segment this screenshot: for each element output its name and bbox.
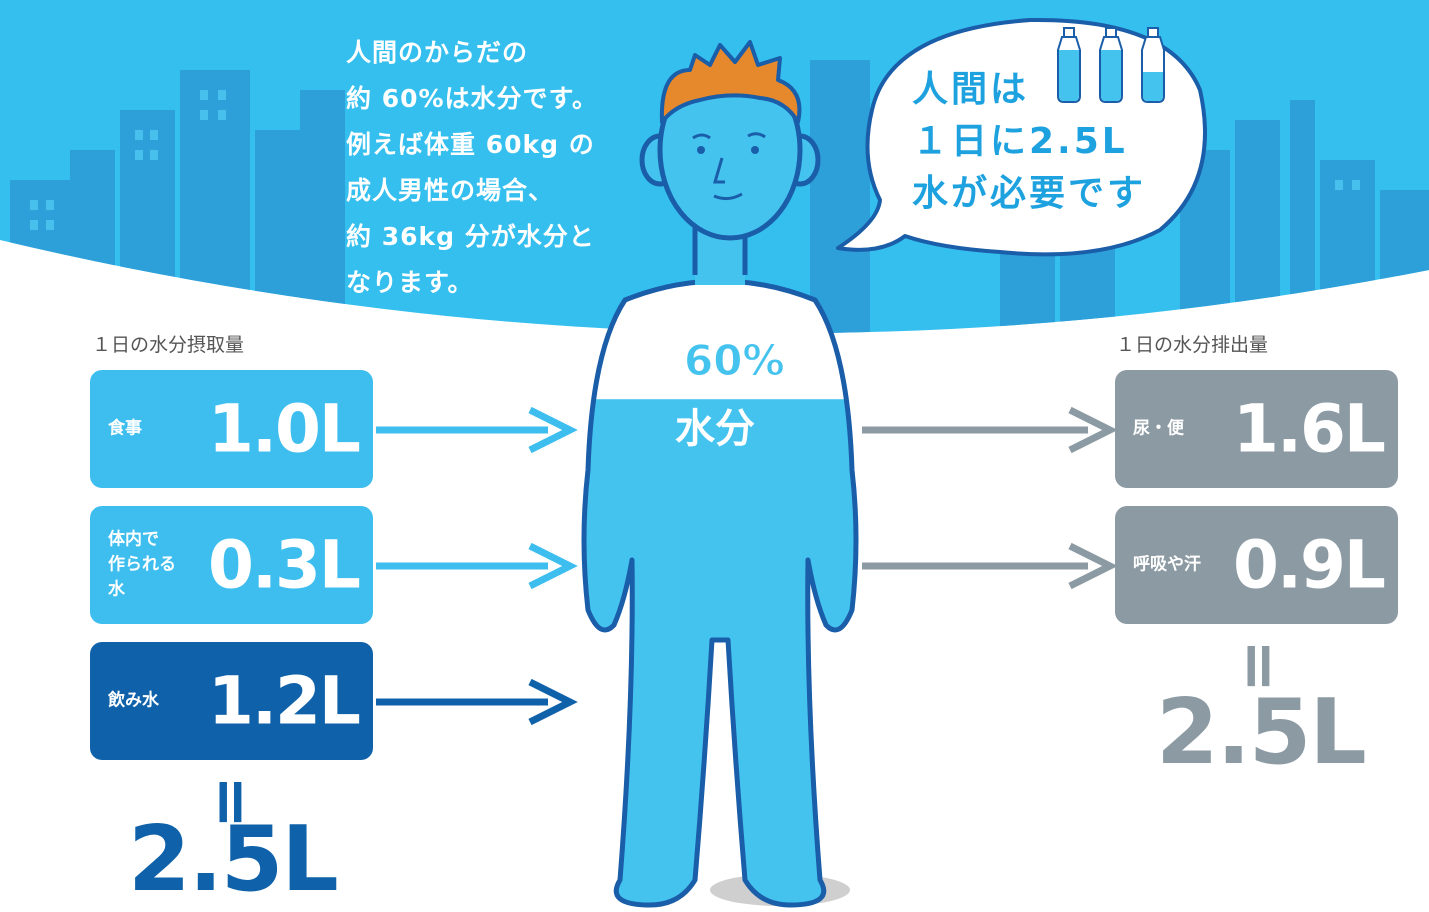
intro-line: 約 60%は水分です。 [346,84,599,113]
intake-total: 2.5L [128,807,339,912]
bottle-icon [1141,27,1165,103]
output-value: 1.6L [1233,390,1386,468]
body-water-label: 水分 [675,406,755,452]
bubble-line: 水が必要です [912,173,1147,214]
body-percent: 60% [684,336,786,386]
body-percent-label: 約60% [662,336,786,386]
intake-box-food: 食事 1.0L [90,370,373,488]
intro-line: 成人男性の場合、 [346,176,555,205]
intake-box-metabolic: 体内で 作られる 水 0.3L [90,506,373,624]
bottle-icon [1057,27,1081,103]
output-label: 尿・便 [1133,418,1184,439]
arrow-icon [862,406,1118,454]
bubble-text: 人間は １日に2.5L 水が必要です [912,64,1146,220]
arrow-icon [376,406,578,454]
output-box-breath-sweat: 呼吸や汗 0.9L [1115,506,1398,624]
output-total: 2.5L [1156,680,1367,785]
intake-value: 1.2L [208,662,361,740]
intake-box-drinking: 飲み水 1.2L [90,642,373,760]
arrow-icon [376,678,578,726]
intro-text: 人間のからだの 約 60%は水分です。 例えば体重 60kg の 成人男性の場合… [346,30,646,306]
intro-line: 人間のからだの [346,38,529,67]
output-title: １日の水分排出量 [1116,334,1269,356]
intake-label: 飲み水 [108,690,159,711]
intro-line: 例えば体重 60kg の [346,130,595,159]
body-approx: 約 [662,356,685,381]
output-label: 呼吸や汗 [1133,554,1201,575]
output-value: 0.9L [1233,526,1386,604]
intake-label: 体内で 作られる 水 [108,529,176,600]
arrow-icon [376,542,578,590]
arrow-icon [862,542,1118,590]
bottle-icon [1099,27,1123,103]
intake-value: 0.3L [208,526,361,604]
intro-line: 約 36kg 分が水分と [346,222,595,251]
output-box-excretion: 尿・便 1.6L [1115,370,1398,488]
intro-line: なります。 [346,268,474,297]
water-level-fill [584,399,856,905]
bubble-line: 人間は [912,69,1030,110]
intake-label: 食事 [108,418,142,439]
hair [659,40,802,124]
intake-value: 1.0L [208,390,361,468]
intake-title: １日の水分摂取量 [92,334,245,356]
bubble-line: １日に2.5L [912,121,1128,162]
